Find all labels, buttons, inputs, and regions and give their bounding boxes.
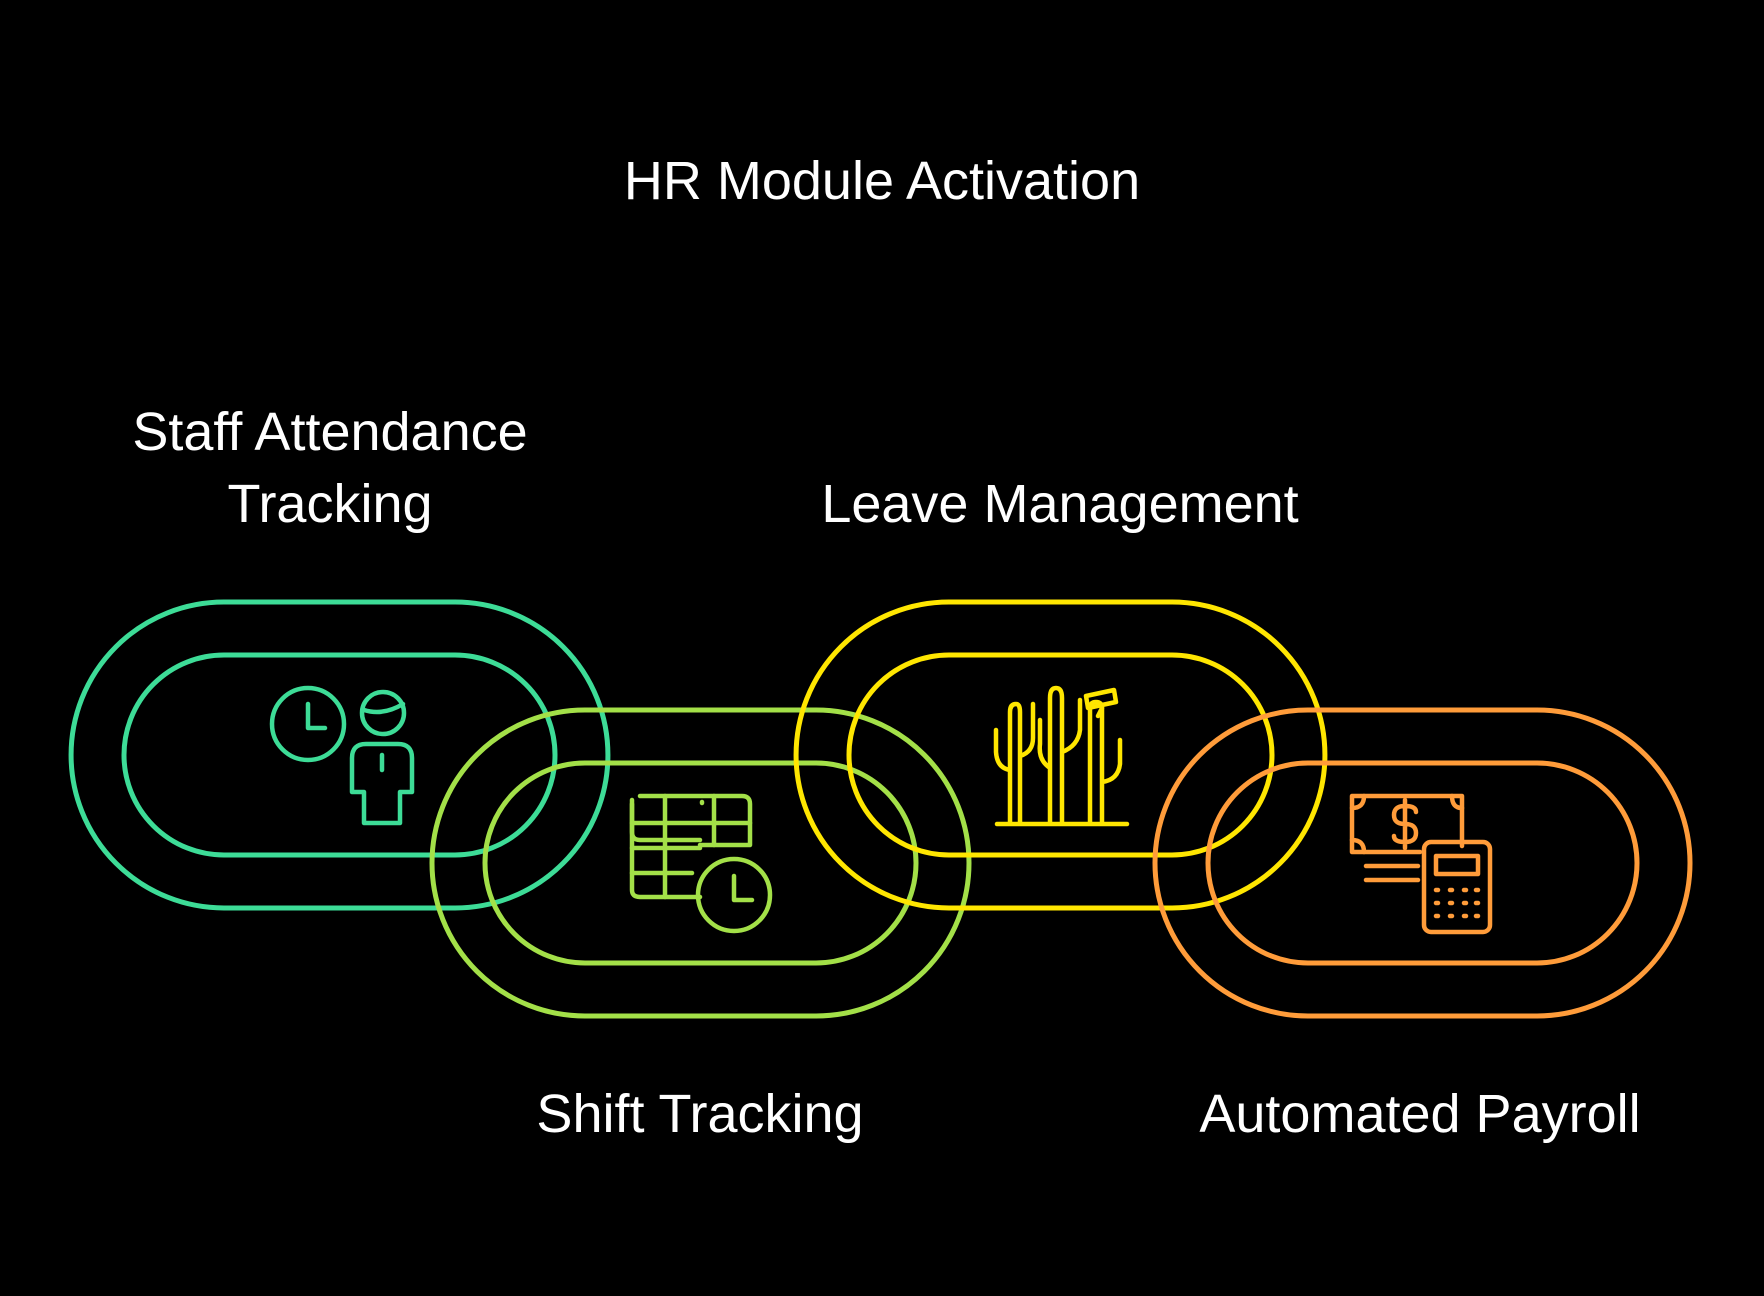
person-head	[359, 689, 407, 737]
chain-link-leave-management	[793, 599, 1328, 911]
signpost	[1083, 687, 1119, 711]
link-inner-ring	[846, 652, 1275, 858]
link-outer-ring	[68, 599, 611, 911]
calculator-icon	[1421, 839, 1493, 935]
calendar-clock-icon	[629, 793, 773, 934]
step-label-automated-payroll: Automated Payroll	[1199, 1084, 1641, 1144]
clock-and-person-icon	[269, 685, 415, 826]
chain-link-automated-payroll	[1152, 707, 1693, 1019]
chain-link-shift-tracking	[429, 707, 972, 1019]
link-inner-ring	[482, 760, 919, 966]
step-label-staff-attendance: Staff Attendance Tracking	[132, 402, 528, 534]
link-inner-ring	[121, 652, 558, 858]
link-outer-ring	[793, 599, 1328, 911]
trees-signpost-icon	[993, 685, 1130, 827]
banknote-icon	[1349, 793, 1465, 855]
money-calculator-icon	[1349, 793, 1493, 935]
step-label-shift-tracking: Shift Tracking	[536, 1084, 864, 1144]
link-inner-ring	[1205, 760, 1640, 966]
clock-icon	[269, 685, 347, 763]
link-outer-ring	[1152, 707, 1693, 1019]
chain-link-staff-attendance	[68, 599, 611, 911]
person-body	[349, 741, 415, 826]
diagram-title: HR Module Activation	[623, 151, 1141, 211]
clock-icon	[695, 856, 773, 934]
step-label-leave-management: Leave Management	[821, 474, 1299, 534]
link-outer-ring	[429, 707, 972, 1019]
